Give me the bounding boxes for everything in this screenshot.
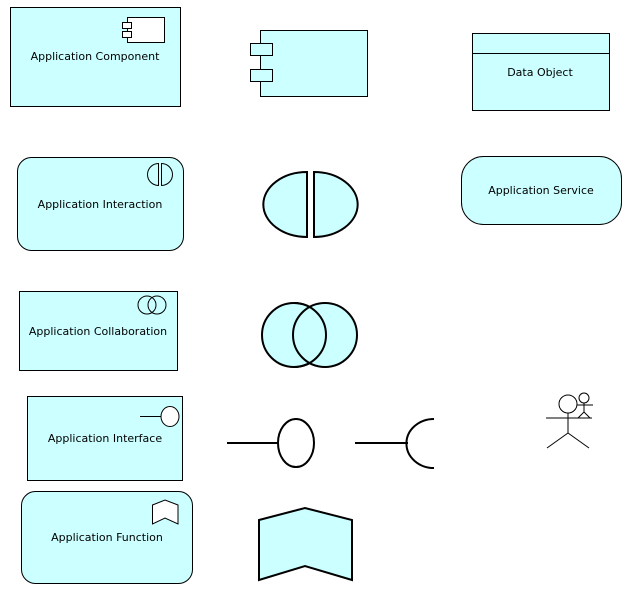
- component-symbol[interactable]: [250, 30, 368, 97]
- collaboration-icon: [137, 295, 167, 315]
- data-object-label: Data Object: [507, 66, 573, 79]
- actor-icon[interactable]: [546, 392, 593, 449]
- application-interaction-box[interactable]: Application Interaction: [17, 157, 184, 251]
- interface-required-icon[interactable]: [355, 418, 435, 469]
- interface-provided-icon[interactable]: [227, 418, 315, 468]
- interaction-icon: [147, 162, 173, 187]
- application-component-box[interactable]: Application Component: [10, 7, 181, 107]
- interface-icon: [140, 406, 180, 427]
- interaction-symbol[interactable]: [262, 170, 359, 239]
- component-icon: [122, 17, 165, 43]
- application-collaboration-label: Application Collaboration: [29, 325, 167, 338]
- application-function-box[interactable]: Application Function: [21, 491, 193, 584]
- function-icon: [152, 499, 179, 525]
- application-interaction-label: Application Interaction: [38, 198, 163, 211]
- application-function-label: Application Function: [51, 531, 163, 544]
- application-component-label: Application Component: [31, 50, 161, 63]
- data-object-box[interactable]: Data Object: [472, 33, 610, 111]
- function-symbol[interactable]: [258, 506, 353, 582]
- collaboration-symbol[interactable]: [261, 302, 358, 368]
- application-service-label: Application Service: [488, 184, 594, 197]
- application-service-box[interactable]: Application Service: [461, 156, 622, 225]
- application-collaboration-box[interactable]: Application Collaboration: [19, 291, 178, 371]
- application-interface-box[interactable]: Application Interface: [27, 396, 183, 481]
- application-interface-label: Application Interface: [48, 432, 162, 445]
